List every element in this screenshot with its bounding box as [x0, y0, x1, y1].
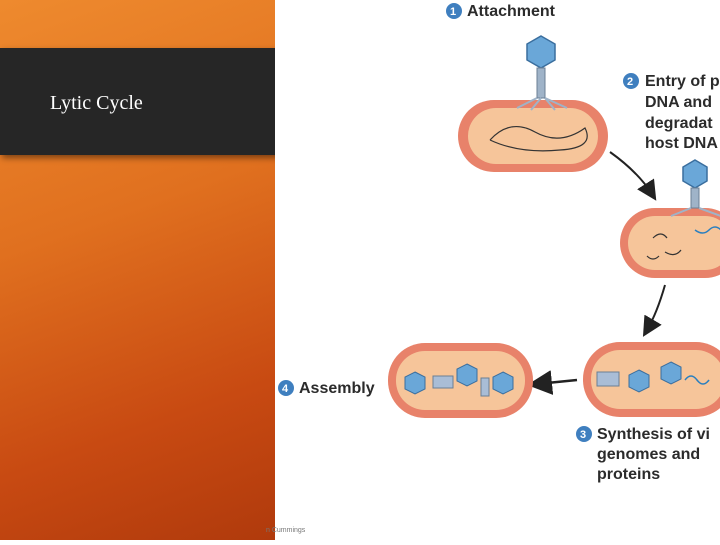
step-1-text: Attachment — [467, 3, 556, 20]
lytic-cycle-diagram: 1 Attachment 2 Entry of p DNA and degrad… — [275, 0, 720, 540]
arrow-2-to-3 — [642, 284, 666, 337]
step-3-line-1: Synthesis of vi — [597, 426, 710, 443]
step-3-line-2: genomes and — [597, 446, 700, 463]
cell-attachment — [458, 100, 608, 172]
step-3-badge — [576, 426, 592, 442]
cell-entry — [620, 208, 720, 278]
phage-attaching — [516, 35, 568, 111]
cell-assembly — [388, 343, 533, 418]
step-4-label: 4 Assembly — [278, 380, 375, 397]
step-1-number: 1 — [450, 6, 456, 18]
step-2-line-4: host DNA — [645, 135, 718, 152]
step-4-number: 4 — [282, 383, 289, 395]
step-2-label: 2 Entry of p DNA and degradat host DNA — [623, 73, 720, 152]
arrow-3-to-4 — [527, 370, 578, 395]
cell-synthesis — [583, 342, 720, 417]
step-2-badge — [623, 73, 639, 89]
step-2-line-2: DNA and — [645, 94, 712, 111]
step-3-label: 3 Synthesis of vi genomes and proteins — [576, 426, 710, 483]
step-1-label: 1 Attachment — [446, 3, 556, 20]
step-2-number: 2 — [627, 76, 633, 88]
step-4-text: Assembly — [299, 380, 375, 397]
title-box — [0, 48, 297, 155]
step-1-badge — [446, 3, 462, 19]
step-2-line-1: Entry of p — [645, 73, 720, 90]
step-3-line-3: proteins — [597, 466, 660, 483]
image-credit: n Cummings — [266, 527, 306, 534]
step-2-line-3: degradat — [645, 115, 713, 132]
step-4-badge — [278, 380, 294, 396]
step-3-number: 3 — [580, 429, 586, 441]
arrow-1-to-2 — [609, 151, 657, 201]
phage-injecting — [670, 159, 720, 217]
slide-title: Lytic Cycle — [50, 92, 143, 114]
